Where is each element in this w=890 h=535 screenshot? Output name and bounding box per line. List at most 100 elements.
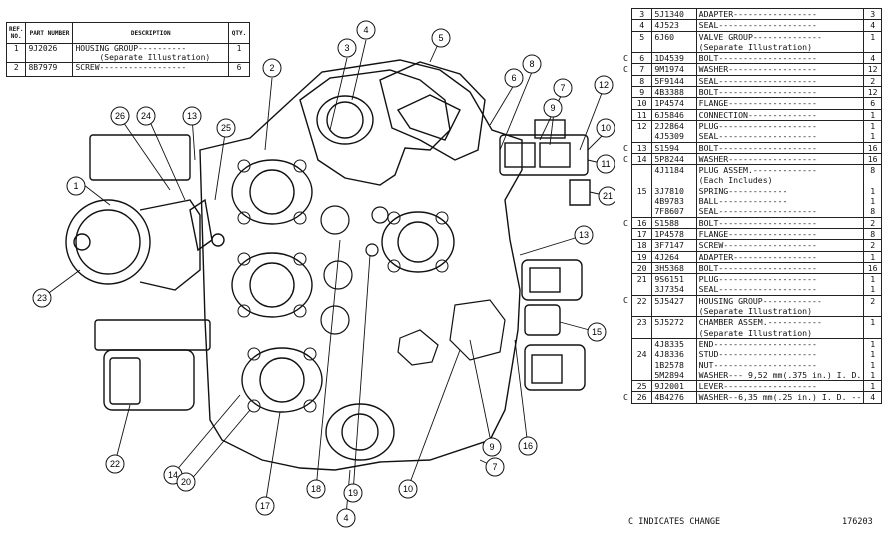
svg-text:20: 20	[181, 477, 191, 487]
callout-26: 26	[110, 106, 130, 126]
svg-text:10: 10	[601, 123, 611, 133]
row-desc: HOUSING GROUP----------(Separate Illustr…	[72, 43, 229, 63]
change-flag: C	[623, 153, 628, 164]
part-number: 4J1184	[651, 164, 697, 176]
description: BOLT--------------------	[696, 216, 865, 229]
header-part: PART NUMBER	[25, 22, 74, 44]
quantity: 1	[863, 380, 882, 392]
svg-text:4: 4	[343, 513, 348, 523]
quantity: 2	[863, 216, 882, 229]
upper-plate	[299, 69, 451, 186]
callout-1: 1	[66, 176, 86, 196]
part-number: 4J264	[651, 250, 697, 263]
part-number: 3F7147	[651, 239, 697, 252]
quantity: 2	[863, 239, 882, 252]
quantity	[863, 327, 882, 339]
ref-no	[630, 41, 653, 53]
ref-no: 9	[630, 86, 653, 98]
table-row: 2 8B7979 SCREW------------------ 6	[5, 62, 250, 77]
callout-21: 21	[598, 186, 615, 206]
description: SEAL--------------------	[696, 74, 865, 87]
quantity: 1	[863, 316, 882, 328]
callout-10-lower: 10	[398, 479, 418, 499]
quantity: 8	[863, 206, 882, 218]
quantity: 2	[863, 74, 882, 87]
ref-no	[630, 196, 653, 207]
callout-22: 22	[105, 454, 125, 474]
quantity: 16	[863, 141, 882, 154]
row-desc-line2: (Separate Illustration)	[99, 53, 211, 62]
callout-4: 4	[356, 20, 376, 40]
svg-text:7: 7	[560, 83, 565, 93]
quantity: 2	[863, 294, 882, 307]
row-desc-line1: HOUSING GROUP----------	[75, 44, 187, 53]
quantity	[863, 306, 882, 317]
quantity: 4	[863, 19, 882, 32]
change-flag	[620, 9, 632, 20]
header-qty: QTY.	[228, 22, 250, 44]
quantity: 1	[863, 30, 882, 42]
svg-text:19: 19	[348, 488, 358, 498]
quantity: 1	[863, 369, 882, 381]
svg-text:10: 10	[403, 484, 413, 494]
change-flag: C	[623, 64, 628, 75]
quantity: 1	[863, 349, 882, 360]
part-number: 2J2864	[651, 119, 697, 132]
list-item: (Separate Illustration)	[620, 306, 882, 317]
ref-no: 15	[630, 185, 653, 197]
callout-7: 7	[553, 78, 573, 98]
description: PLUG--------------------	[696, 273, 865, 285]
connection-block	[499, 134, 589, 176]
part-number: 5J1340	[651, 7, 697, 20]
change-flag	[620, 109, 632, 120]
quantity: 12	[863, 86, 882, 98]
ref-no	[630, 359, 653, 370]
description: STUD--------------------	[696, 349, 865, 360]
description: CONNECTION--------------	[696, 108, 865, 121]
part-number: 6J5846	[651, 108, 697, 121]
change-flag	[620, 87, 632, 98]
description: FLANGE------------------	[696, 227, 865, 240]
ref-no: 18	[630, 239, 653, 252]
ref-no: 3	[630, 7, 653, 20]
svg-text:13: 13	[579, 230, 589, 240]
ref-no: 19	[630, 250, 653, 263]
change-flag	[620, 31, 632, 42]
change-flag	[620, 131, 632, 142]
description: VALVE GROUP--------------	[696, 30, 865, 42]
description: FLANGE------------------	[696, 97, 865, 110]
change-flag: C	[623, 295, 628, 306]
svg-text:3: 3	[344, 43, 349, 53]
row-qty: 6	[228, 62, 250, 77]
change-flag	[620, 381, 632, 392]
description: CHAMBER ASSEM.-----------	[696, 316, 865, 328]
change-flag	[620, 165, 632, 176]
callout-18: 18	[306, 479, 326, 499]
callout-17: 17	[255, 496, 275, 516]
change-flag	[620, 228, 632, 239]
row-part: 9J2026	[25, 43, 74, 63]
svg-text:2: 2	[269, 63, 274, 73]
description: (Separate Illustration)	[696, 41, 865, 53]
svg-text:13: 13	[187, 111, 197, 121]
svg-text:17: 17	[260, 501, 270, 511]
ref-no: 6	[630, 52, 653, 64]
part-number	[651, 327, 697, 339]
list-item: (Each Includes)	[620, 175, 882, 186]
callout-15: 15	[587, 322, 607, 342]
part-number: 5F9144	[651, 74, 697, 87]
change-flag	[620, 240, 632, 251]
callout-3: 3	[337, 38, 357, 58]
description: SEAL--------------------	[696, 284, 865, 296]
description: PLUG--------------------	[696, 119, 865, 132]
svg-text:1: 1	[73, 181, 78, 191]
callout-13-upper: 13	[182, 106, 202, 126]
svg-text:8: 8	[529, 59, 534, 69]
